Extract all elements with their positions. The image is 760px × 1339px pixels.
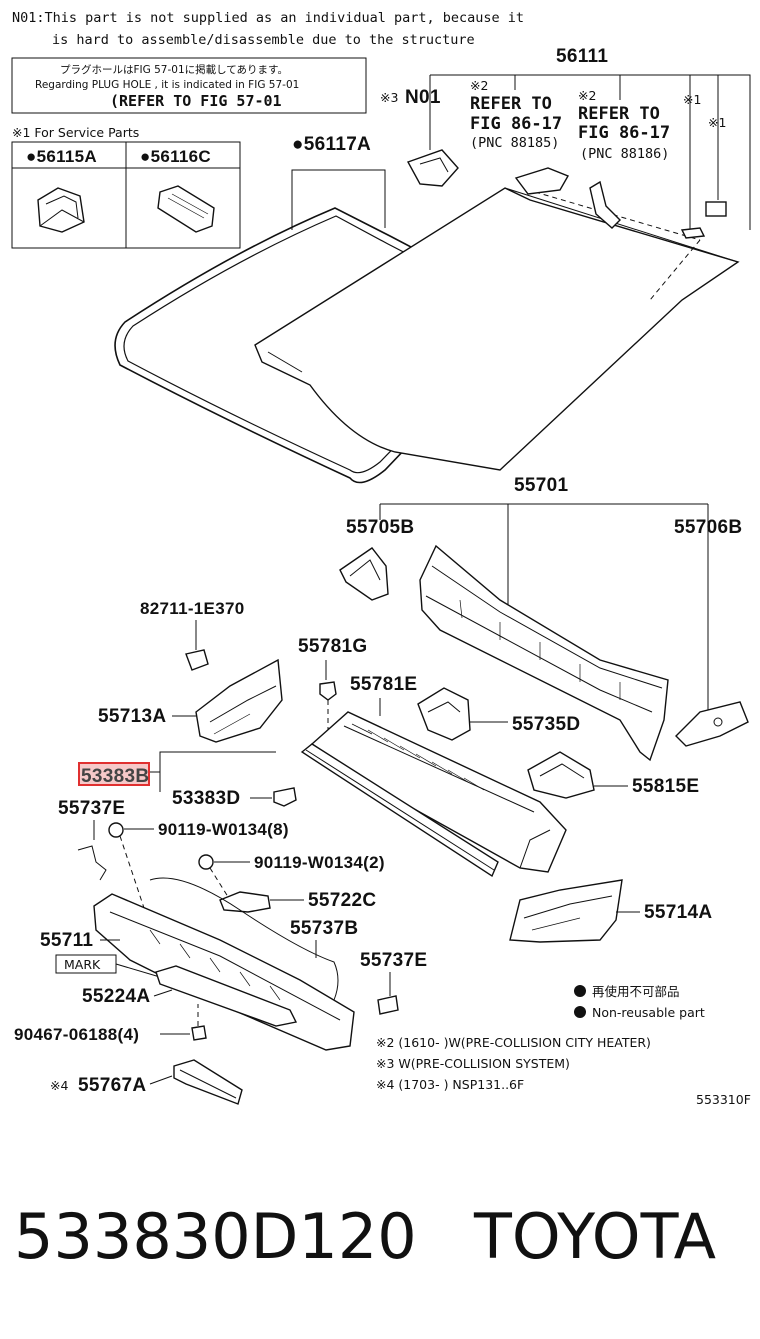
cowl-panel-55701-drawing	[419, 544, 669, 762]
ref1-line1: REFER TO	[470, 94, 552, 114]
pad-s1a-drawing	[680, 227, 706, 239]
clip-53383D-drawing	[273, 787, 297, 807]
legend-note4: ※4 (1703- ) NSP131..6F	[376, 1077, 524, 1092]
mark-55767A: ※4	[50, 1078, 68, 1093]
bracket-55815E-drawing	[527, 751, 595, 799]
plug-hole-refer: (REFER TO FIG 57-01	[110, 92, 282, 110]
legend-note3: ※3 W(PRE-COLLISION SYSTEM)	[376, 1056, 570, 1071]
label-mark: MARK	[64, 957, 101, 972]
label-55737E-top: 55737E	[58, 798, 125, 819]
label-55713A: 55713A	[98, 706, 166, 727]
windshield-moulding	[114, 207, 532, 484]
label-55735D: 55735D	[512, 714, 580, 735]
plug-hole-note-box	[11, 57, 367, 114]
label-55781G: 55781G	[298, 636, 367, 657]
ref2-line1: REFER TO	[578, 104, 660, 124]
label-56111: 56111	[556, 46, 608, 67]
hose-55737B-drawing	[149, 877, 339, 1001]
legend-note2: ※2 (1610- )W(PRE-COLLISION CITY HEATER)	[376, 1035, 651, 1050]
ref1-line3: (PNC 88185)	[470, 135, 559, 151]
leader-56111-bar	[430, 74, 751, 230]
legend-en: Non-reusable part	[592, 1005, 705, 1020]
note-n01-line1: N01:This part is not supplied as an indi…	[12, 10, 524, 26]
ref2-line3: (PNC 88186)	[580, 146, 669, 162]
mark-ref1: ※2	[470, 78, 488, 93]
clip-55781G-drawing	[319, 681, 337, 736]
figure-code: 553310F	[696, 1092, 751, 1107]
mark-n01: ※3	[380, 90, 398, 105]
legend-jp: 再使用不可部品	[592, 984, 680, 999]
screw-90119-8-drawing	[108, 822, 151, 927]
leader-55224A	[153, 989, 173, 997]
plug-hole-note-jp: プラグホールはFIG 57-01に掲載してあります。	[60, 63, 288, 76]
bracket-55735D-drawing	[417, 687, 471, 741]
label-55705B: 55705B	[346, 517, 414, 538]
label-55711: 55711	[40, 930, 93, 951]
label-55714A: 55714A	[644, 902, 712, 923]
leader-55767A	[149, 1075, 173, 1085]
hose-55737E-drawing	[77, 845, 107, 881]
sensor-88186-drawing	[589, 180, 621, 229]
highlight-53383B	[78, 762, 150, 786]
label-53383D: 53383D	[172, 788, 240, 809]
service-part-56115A: ●56115A	[26, 147, 97, 166]
mark-ref2: ※2	[578, 88, 596, 103]
bracket-55706B-drawing	[675, 701, 749, 747]
label-55701: 55701	[514, 475, 568, 496]
non-reusable-bullet-jp	[574, 985, 586, 997]
grommet-82711-drawing	[185, 649, 209, 671]
footer-brand: TOYOTA	[473, 1200, 716, 1273]
service-parts-note: ※1 For Service Parts	[12, 125, 139, 140]
pad-55767A-drawing	[173, 1059, 243, 1105]
label-90467: 90467-06188(4)	[14, 1025, 139, 1044]
footer-part-number: 533830D120	[14, 1200, 417, 1273]
ref2-line2: FIG 86-17	[578, 123, 670, 143]
clip-90467-drawing	[191, 1004, 207, 1041]
label-N01: N01	[405, 87, 441, 108]
label-90119-8: 90119-W0134(8)	[158, 820, 289, 839]
service-part-56116C: ●56116C	[140, 147, 211, 166]
non-reusable-bullet-en	[574, 1006, 586, 1018]
ref1-line2: FIG 86-17	[470, 114, 562, 134]
mark-s1b: ※1	[708, 115, 726, 130]
leader-53383B	[150, 751, 276, 773]
sensor-bracket-88185-drawing	[514, 167, 570, 195]
label-53383B[interactable]: 53383B	[81, 766, 149, 787]
label-55737E-bottom: 55737E	[360, 950, 427, 971]
clip-s1b-drawing	[705, 201, 727, 217]
bracket-55722C-drawing	[219, 891, 271, 913]
label-55815E: 55815E	[632, 776, 699, 797]
clip-55737E-drawing	[377, 995, 399, 1015]
label-56117A: ●56117A	[292, 134, 371, 155]
cowl-louver-55781E-drawing	[310, 711, 567, 873]
mark-s1a: ※1	[683, 92, 701, 107]
clip-56115A-drawing	[37, 187, 85, 233]
bracket-55705B-drawing	[339, 547, 389, 601]
weatherstrip-53383B-drawing	[300, 743, 499, 878]
label-55737B: 55737B	[290, 918, 358, 939]
side-panel-55713A-drawing	[195, 658, 283, 743]
bracket-n01-drawing	[406, 149, 459, 187]
leader-56117A	[291, 169, 386, 230]
label-55781E: 55781E	[350, 674, 417, 695]
silencer-55224A-drawing	[155, 965, 298, 1027]
label-90119-2: 90119-W0134(2)	[254, 853, 385, 872]
label-55224A: 55224A	[82, 986, 150, 1007]
label-82711-1E370: 82711-1E370	[140, 599, 244, 618]
label-55706B: 55706B	[674, 517, 742, 538]
note-n01-line2: is hard to assemble/disassemble due to t…	[52, 32, 475, 48]
side-panel-55714A-drawing	[509, 879, 623, 943]
plug-hole-note-en: Regarding PLUG HOLE , it is indicated in…	[35, 79, 299, 91]
service-parts-table: ●56115A ●56116C	[11, 141, 241, 249]
label-55722C: 55722C	[308, 890, 376, 911]
clip-56116C-drawing	[157, 185, 215, 233]
screw-90119-2-drawing	[198, 854, 231, 901]
label-55767A: 55767A	[78, 1075, 146, 1096]
windshield-glass	[254, 187, 740, 471]
